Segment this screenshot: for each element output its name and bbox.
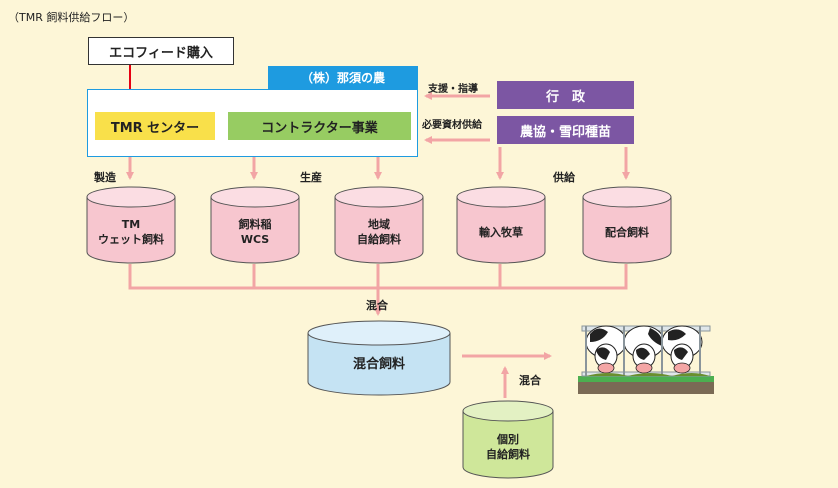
- cow-1-icon: [585, 325, 627, 374]
- tank-4-label: 輸入牧草: [456, 207, 546, 257]
- support-label: 支援・指導: [428, 84, 478, 95]
- individual-line2: 自給飼料: [486, 448, 530, 461]
- mixed-feed-label: 混合飼料: [352, 356, 405, 372]
- tank-3-label: 地域 自給飼料: [334, 207, 424, 257]
- contractor-box: コントラクター事業: [228, 112, 411, 140]
- tmr-center-box: TMR センター: [95, 112, 215, 140]
- tank-3: [334, 186, 424, 264]
- tank-5-line1: 配合飼料: [605, 225, 649, 239]
- materials-label: 必要資材供給: [422, 120, 482, 131]
- label-supply: 供給: [553, 171, 575, 184]
- company-label: （株）那須の農: [268, 66, 418, 89]
- ecofeed-box: エコフィード購入: [88, 37, 234, 65]
- tank-5-label: 配合飼料: [582, 207, 672, 257]
- tank-3-line1: 地域: [368, 218, 390, 231]
- individual-feed-label: 個別 自給飼料: [462, 422, 554, 472]
- coop-box: 農協・雪印種苗: [497, 116, 634, 144]
- tank-2-line2: WCS: [240, 233, 270, 246]
- tank-5: [582, 186, 672, 264]
- government-box: 行 政: [497, 81, 634, 109]
- diagram-title: （TMR 飼料供給フロー）: [8, 11, 135, 24]
- cow-2-icon: [623, 325, 665, 374]
- cows-illustration: [578, 325, 714, 394]
- tank-4-line1: 輸入牧草: [479, 225, 523, 239]
- individual-line1: 個別: [497, 433, 519, 446]
- label-manufacture: 製造: [94, 171, 116, 184]
- tank-1-label: TM ウェット飼料: [86, 207, 176, 257]
- tank-1-line1: TM: [121, 218, 141, 231]
- tank-1-line2: ウェット飼料: [98, 233, 164, 246]
- tank-3-line2: 自給飼料: [357, 233, 401, 246]
- cow-3-icon: [661, 325, 703, 374]
- label-production: 生産: [300, 171, 322, 184]
- tank-2: [210, 186, 300, 264]
- individual-feed-tank: [462, 400, 554, 479]
- tank-4: [456, 186, 546, 264]
- tank-2-label: 飼料稲 WCS: [210, 207, 300, 257]
- tank-2-line1: 飼料稲: [238, 218, 272, 231]
- tank-1: [86, 186, 176, 264]
- mix-label: 混合: [366, 299, 388, 312]
- mix-label-2: 混合: [519, 374, 541, 387]
- mixed-feed-tank: [307, 320, 451, 396]
- collector-lines: [128, 264, 628, 290]
